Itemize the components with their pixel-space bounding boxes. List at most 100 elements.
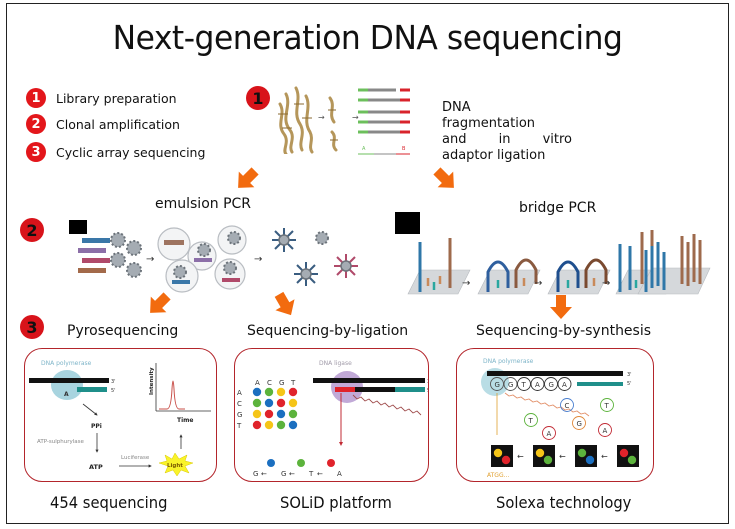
legend-label: Cyclic array sequencing bbox=[56, 144, 206, 160]
matrix-col-header: T bbox=[290, 379, 296, 387]
decoded-color-dot bbox=[327, 459, 335, 467]
matrix-col-header: A bbox=[255, 379, 260, 387]
svg-text:G: G bbox=[549, 381, 554, 389]
incorporated-base: G bbox=[490, 377, 504, 391]
adaptor-strand bbox=[395, 387, 425, 392]
decoded-base: A bbox=[337, 470, 342, 478]
legend-item-clonal-amplification: 2 Clonal amplification bbox=[26, 110, 205, 138]
svg-text:→: → bbox=[254, 254, 262, 265]
svg-text:A: A bbox=[535, 381, 540, 389]
step-badge-3: 3 bbox=[26, 142, 46, 162]
free-nucleotide: G bbox=[572, 416, 586, 430]
legend-label: Library preparation bbox=[56, 90, 177, 106]
svg-text:→: → bbox=[462, 278, 470, 289]
svg-text:A: A bbox=[547, 430, 552, 438]
sequencing-by-ligation-label: Sequencing-by-ligation bbox=[247, 323, 409, 339]
page-title: Next-generation DNA sequencing bbox=[112, 18, 623, 57]
strand-end-label: 3' bbox=[427, 379, 429, 385]
pyrosequencing-label: Pyrosequencing bbox=[67, 323, 179, 339]
y-axis-label: Intensity bbox=[149, 367, 155, 395]
wavy-probe-tail bbox=[352, 394, 422, 416]
decoded-base: T bbox=[308, 470, 314, 478]
svg-text:→: → bbox=[602, 278, 610, 289]
step-badge-2: 2 bbox=[26, 114, 46, 134]
step-1-badge: 1 bbox=[246, 86, 270, 110]
template-strand bbox=[29, 378, 109, 383]
enzyme-label: DNA ligase bbox=[319, 360, 352, 367]
adaptor-ligated-fragments: → A B bbox=[352, 88, 410, 155]
matrix-color-dot bbox=[264, 409, 274, 419]
cluster-image bbox=[491, 445, 513, 467]
matrix-color-dot bbox=[264, 387, 274, 397]
matrix-col-header: G bbox=[279, 379, 284, 387]
incorporated-base: A bbox=[530, 377, 545, 391]
desc-word: in bbox=[498, 132, 511, 147]
step-1-description: DNA fragmentation and in vitro adaptor l… bbox=[442, 100, 572, 164]
matrix-color-dot bbox=[288, 387, 298, 397]
decoded-color-dot bbox=[267, 459, 275, 467]
primer-strand bbox=[77, 387, 107, 392]
decoded-color-dot bbox=[297, 459, 305, 467]
decoded-arrow: ← bbox=[317, 470, 323, 478]
matrix-color-dot bbox=[276, 409, 286, 419]
svg-text:G: G bbox=[508, 381, 513, 389]
matrix-col-header: C bbox=[267, 379, 272, 387]
cluster-image bbox=[617, 445, 639, 467]
svg-text:→: → bbox=[352, 113, 359, 122]
platform-454-label: 454 sequencing bbox=[50, 493, 168, 512]
genomic-dna-illustration: → bbox=[278, 86, 338, 154]
wavy-tail bbox=[504, 392, 590, 417]
legend-item-library-preparation: 1 Library preparation bbox=[26, 86, 205, 110]
base-label: A bbox=[64, 391, 69, 398]
decoded-arrow: ← bbox=[289, 470, 295, 478]
svg-text:A: A bbox=[562, 381, 567, 389]
atp-label: ATP bbox=[89, 463, 103, 471]
free-nucleotide: T bbox=[600, 398, 614, 412]
redaction-box bbox=[395, 212, 420, 234]
incorporated-base: A bbox=[557, 377, 572, 391]
matrix-row-header: C bbox=[237, 400, 242, 408]
step-2-badge: 2 bbox=[20, 218, 44, 242]
primer-strand bbox=[577, 382, 623, 386]
incorporated-base: G bbox=[544, 377, 558, 391]
sulfurylase-label: ATP-sulphurylase bbox=[37, 439, 84, 445]
cluster-arrow: ← bbox=[601, 452, 608, 461]
free-nucleotide: A bbox=[598, 423, 612, 437]
free-nucleotide: T bbox=[524, 413, 538, 427]
probe-strand bbox=[335, 387, 355, 392]
decoded-sequence: G←G←T←A bbox=[253, 459, 342, 478]
matrix-color-dot bbox=[276, 398, 286, 408]
matrix-color-dot bbox=[252, 387, 262, 397]
light-burst-icon bbox=[158, 452, 194, 477]
desc-word: and bbox=[442, 132, 467, 147]
cluster-image bbox=[533, 445, 555, 467]
desc-line: fragmentation bbox=[442, 116, 536, 131]
strand-end-label: 5' bbox=[427, 388, 429, 394]
desc-line: and in vitro bbox=[442, 132, 572, 148]
enzyme-label: DNA polymerase bbox=[483, 358, 534, 365]
strand-end-label: 3' bbox=[111, 379, 116, 385]
free-nucleotide: A bbox=[542, 426, 556, 440]
matrix-row-header: G bbox=[237, 411, 242, 419]
svg-text:→: → bbox=[146, 254, 154, 265]
svg-text:T: T bbox=[521, 381, 527, 389]
desc-word: vitro bbox=[542, 132, 572, 147]
platform-solid-label: SOLiD platform bbox=[280, 493, 392, 512]
legend: 1 Library preparation 2 Clonal amplifica… bbox=[26, 86, 205, 166]
matrix-row-header: A bbox=[237, 389, 242, 397]
svg-text:G: G bbox=[577, 420, 582, 428]
strand-end-label: 3' bbox=[627, 372, 632, 378]
svg-text:T: T bbox=[604, 402, 610, 410]
emulsion-pcr-label: emulsion PCR bbox=[155, 196, 252, 212]
sequencing-by-synthesis-label: Sequencing-by-synthesis bbox=[476, 323, 652, 339]
cluster-arrow: ← bbox=[517, 452, 524, 461]
svg-text:→: → bbox=[534, 278, 542, 289]
bridge-pcr-label: bridge PCR bbox=[519, 200, 597, 216]
template-strand bbox=[487, 371, 623, 376]
decoded-arrow: ← bbox=[261, 470, 267, 478]
legend-label: Clonal amplification bbox=[56, 116, 180, 132]
matrix-color-dot bbox=[264, 398, 274, 408]
